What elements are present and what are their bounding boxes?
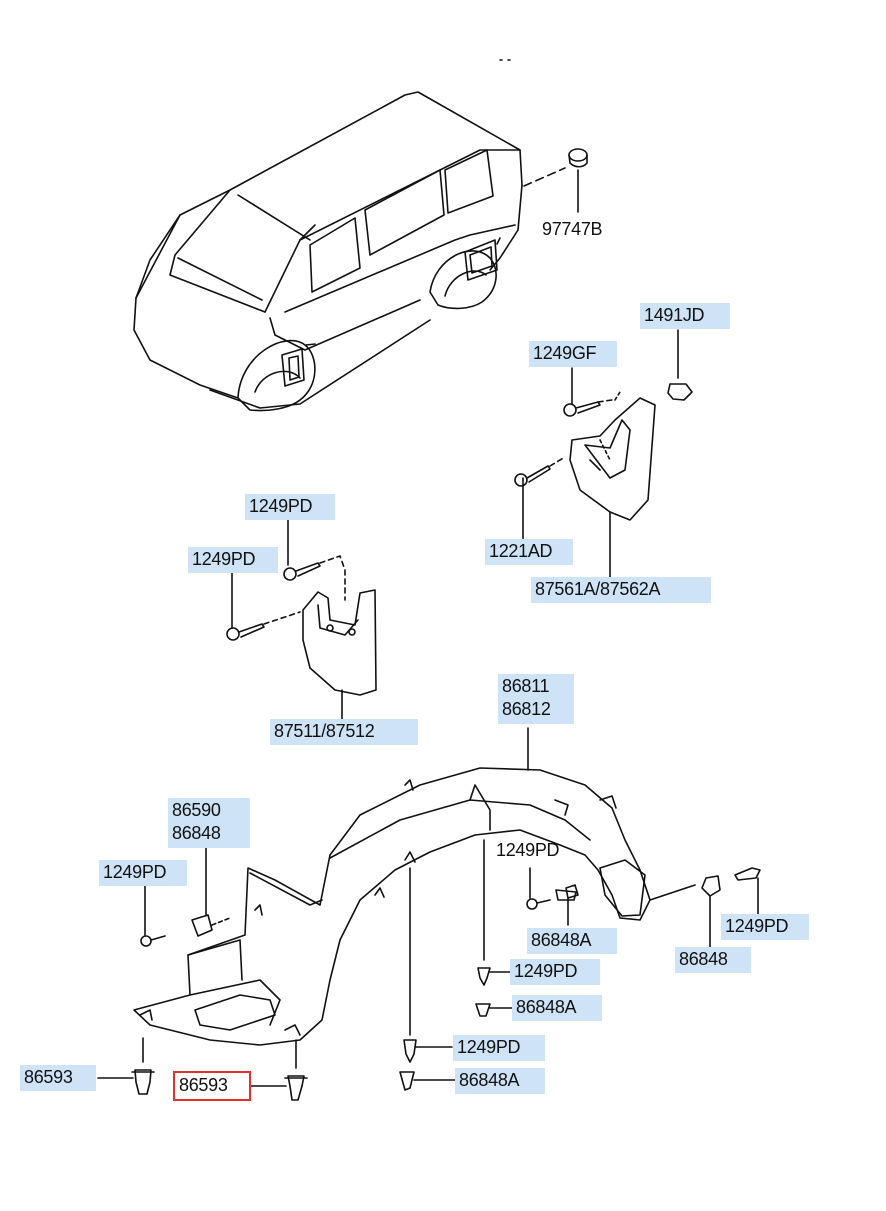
part-label-86811: 86811 <box>502 676 550 696</box>
part-label-86590-86848[interactable]: 86590 86848 <box>168 798 250 848</box>
part-label-86812: 86812 <box>502 699 551 719</box>
part-label-1491jd[interactable]: 1491JD <box>640 303 730 329</box>
part-label-86848-right[interactable]: 86848 <box>675 947 751 973</box>
part-label-1249pd-front-left[interactable]: 1249PD <box>188 547 278 573</box>
part-label-86811-86812[interactable]: 86811 86812 <box>498 674 574 724</box>
fasteners <box>97 837 761 1101</box>
rear-mudguard-group <box>514 329 693 579</box>
part-label-86593-left[interactable]: 86593 <box>20 1065 96 1091</box>
part-label-86590: 86590 <box>172 800 221 820</box>
part-label-86848-upper: 86848 <box>172 823 221 843</box>
wheel-guard-liner <box>133 727 651 1046</box>
part-label-86848a-lower[interactable]: 86848A <box>455 1068 545 1094</box>
cap-97747b <box>523 148 588 213</box>
part-label-1249pd-center[interactable]: 1249PD <box>510 959 600 985</box>
part-label-1249gf[interactable]: 1249GF <box>529 341 617 367</box>
part-label-97747b[interactable]: 97747B <box>542 219 603 239</box>
part-label-86848a-center[interactable]: 86848A <box>512 995 602 1021</box>
van-illustration <box>133 91 523 412</box>
part-label-86593-selected[interactable]: 86593 <box>173 1071 251 1101</box>
part-label-1221ad[interactable]: 1221AD <box>485 539 573 565</box>
part-label-86848a-mid[interactable]: 86848A <box>527 928 617 954</box>
part-label-1249pd-left[interactable]: 1249PD <box>99 860 187 886</box>
part-label-1249pd-mid[interactable]: 1249PD <box>496 840 560 860</box>
part-label-87511-87512[interactable]: 87511/87512 <box>270 719 418 745</box>
front-mudguard-group <box>226 519 377 721</box>
part-label-1249pd-lower[interactable]: 1249PD <box>453 1035 545 1061</box>
part-label-1249pd-front-top[interactable]: 1249PD <box>245 494 335 520</box>
part-label-1249pd-right[interactable]: 1249PD <box>721 914 809 940</box>
part-label-87561a-87562a[interactable]: 87561A/87562A <box>531 577 711 603</box>
